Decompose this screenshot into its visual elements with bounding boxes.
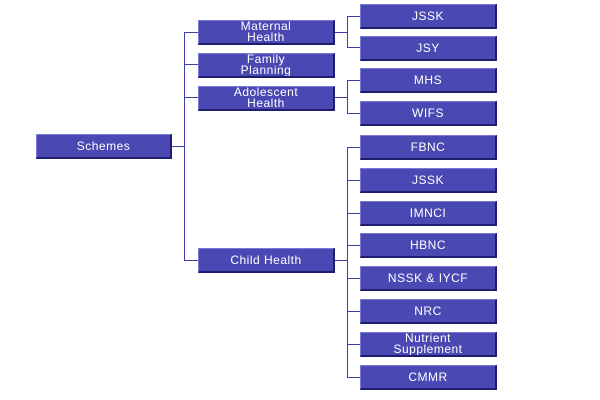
connector	[347, 47, 361, 48]
connector	[347, 278, 361, 279]
connector	[171, 146, 185, 147]
root-node-schemes: Schemes	[36, 134, 172, 159]
scheme-node-wifs: WIFS	[360, 101, 497, 126]
connector	[347, 213, 361, 214]
scheme-node-imnci: IMNCI	[360, 201, 497, 226]
connector	[347, 80, 348, 114]
connector	[184, 32, 199, 33]
connector	[184, 32, 185, 261]
scheme-node-jssk-child: JSSK	[360, 168, 497, 193]
connector	[347, 80, 361, 81]
connector	[347, 311, 361, 312]
connector	[347, 16, 348, 48]
scheme-node-nssk-iycf: NSSK & IYCF	[360, 266, 497, 291]
category-node-child-health: Child Health	[198, 248, 335, 273]
connector	[184, 260, 199, 261]
connector	[184, 64, 199, 65]
scheme-node-jssk-maternal: JSSK	[360, 4, 497, 29]
scheme-node-nutrient-supplement: Nutrient Supplement	[360, 332, 497, 357]
connector	[335, 260, 348, 261]
connector	[335, 97, 348, 98]
connector	[347, 113, 361, 114]
scheme-node-mhs: MHS	[360, 68, 497, 93]
connector	[347, 245, 361, 246]
connector	[347, 147, 361, 148]
connector	[335, 32, 348, 33]
scheme-node-fbnc: FBNC	[360, 135, 497, 160]
scheme-node-hbnc: HBNC	[360, 233, 497, 258]
scheme-node-jsy: JSY	[360, 36, 497, 61]
connector	[347, 377, 361, 378]
scheme-node-nrc: NRC	[360, 299, 497, 324]
connector	[347, 16, 361, 17]
category-node-maternal-health: Maternal Health	[198, 20, 335, 45]
connector	[347, 180, 361, 181]
connector	[347, 344, 361, 345]
connector	[347, 147, 348, 377]
category-node-adolescent-health: Adolescent Health	[198, 86, 335, 111]
connector	[184, 97, 199, 98]
scheme-node-cmmr: CMMR	[360, 365, 497, 390]
category-node-family-planning: Family Planning	[198, 53, 335, 78]
